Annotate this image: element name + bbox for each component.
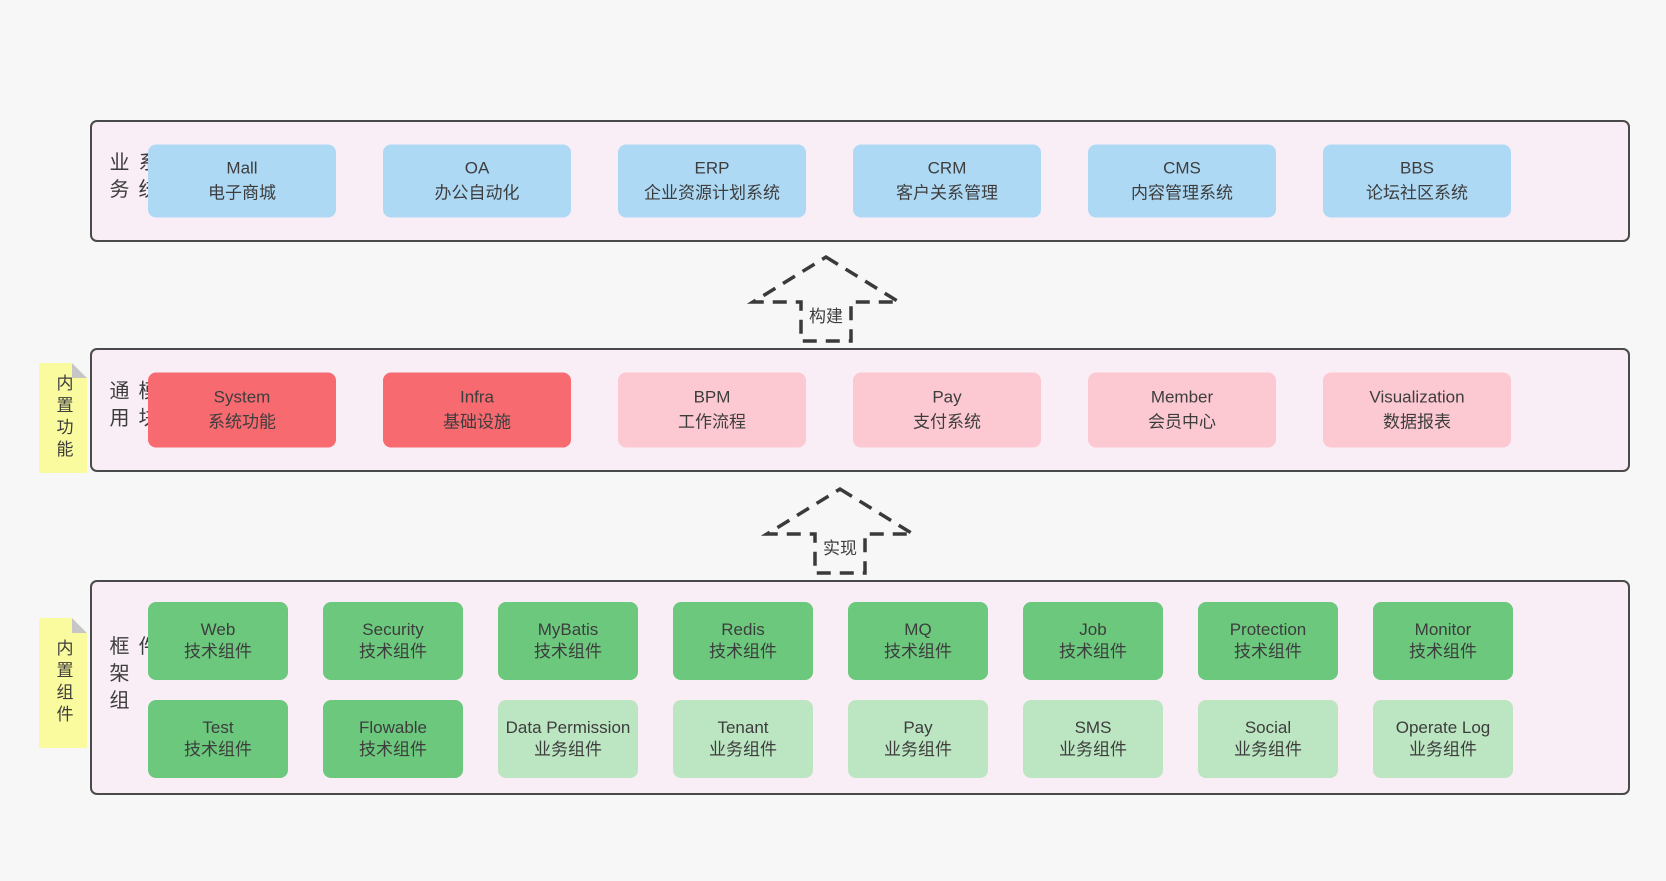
box-bbs: BBS 论坛社区系统 — [1323, 144, 1511, 218]
sticky-note-built-in-components: 内置组件 — [39, 618, 87, 748]
layer-business-systems: 业务系统 Mall 电子商城 OA 办公自动化 ERP 企业资源计划系统 CRM… — [90, 120, 1630, 242]
box-security: Security 技术组件 — [323, 602, 463, 680]
up-arrow-icon — [760, 486, 920, 575]
box-cms: CMS 内容管理系统 — [1088, 144, 1276, 218]
box-mq: MQ 技术组件 — [848, 602, 988, 680]
box-visualization: Visualization 数据报表 — [1323, 372, 1511, 448]
box-data-permission: Data Permission 业务组件 — [498, 700, 638, 778]
box-mybatis: MyBatis 技术组件 — [498, 602, 638, 680]
box-system: System 系统功能 — [148, 372, 336, 448]
build-arrow-label: 构建 — [805, 302, 847, 327]
business-boxes-row: Mall 电子商城 OA 办公自动化 ERP 企业资源计划系统 CRM 客户关系… — [148, 144, 1511, 218]
box-flowable: Flowable 技术组件 — [323, 700, 463, 778]
box-tenant: Tenant 业务组件 — [673, 700, 813, 778]
box-member: Member 会员中心 — [1088, 372, 1276, 448]
box-social: Social 业务组件 — [1198, 700, 1338, 778]
build-arrow: 构建 — [746, 254, 906, 344]
box-erp: ERP 企业资源计划系统 — [618, 144, 806, 218]
up-arrow-icon — [746, 254, 906, 343]
box-web: Web 技术组件 — [148, 602, 288, 680]
module-boxes-row: System 系统功能 Infra 基础设施 BPM 工作流程 Pay 支付系统… — [148, 372, 1511, 448]
box-job: Job 技术组件 — [1023, 602, 1163, 680]
box-monitor: Monitor 技术组件 — [1373, 602, 1513, 680]
box-infra: Infra 基础设施 — [383, 372, 571, 448]
framework-row-2: Test 技术组件 Flowable 技术组件 Data Permission … — [148, 700, 1513, 778]
implement-arrow-label: 实现 — [819, 534, 861, 559]
box-pay: Pay 支付系统 — [853, 372, 1041, 448]
box-bpm: BPM 工作流程 — [618, 372, 806, 448]
framework-row-1: Web 技术组件 Security 技术组件 MyBatis 技术组件 Redi… — [148, 602, 1513, 680]
implement-arrow: 实现 — [760, 486, 920, 576]
layer-common-modules: 通用模块 System 系统功能 Infra 基础设施 BPM 工作流程 Pay… — [90, 348, 1630, 472]
box-test: Test 技术组件 — [148, 700, 288, 778]
box-crm: CRM 客户关系管理 — [853, 144, 1041, 218]
box-sms: SMS 业务组件 — [1023, 700, 1163, 778]
box-pay-biz: Pay 业务组件 — [848, 700, 988, 778]
layer-framework-components: 框架组件 Web 技术组件 Security 技术组件 MyBatis 技术组件… — [90, 580, 1630, 795]
box-mall: Mall 电子商城 — [148, 144, 336, 218]
box-operate-log: Operate Log 业务组件 — [1373, 700, 1513, 778]
folded-corner-icon — [72, 618, 87, 633]
sticky-note-built-in-features: 内置功能 — [39, 363, 87, 473]
box-redis: Redis 技术组件 — [673, 602, 813, 680]
box-protection: Protection 技术组件 — [1198, 602, 1338, 680]
box-oa: OA 办公自动化 — [383, 144, 571, 218]
